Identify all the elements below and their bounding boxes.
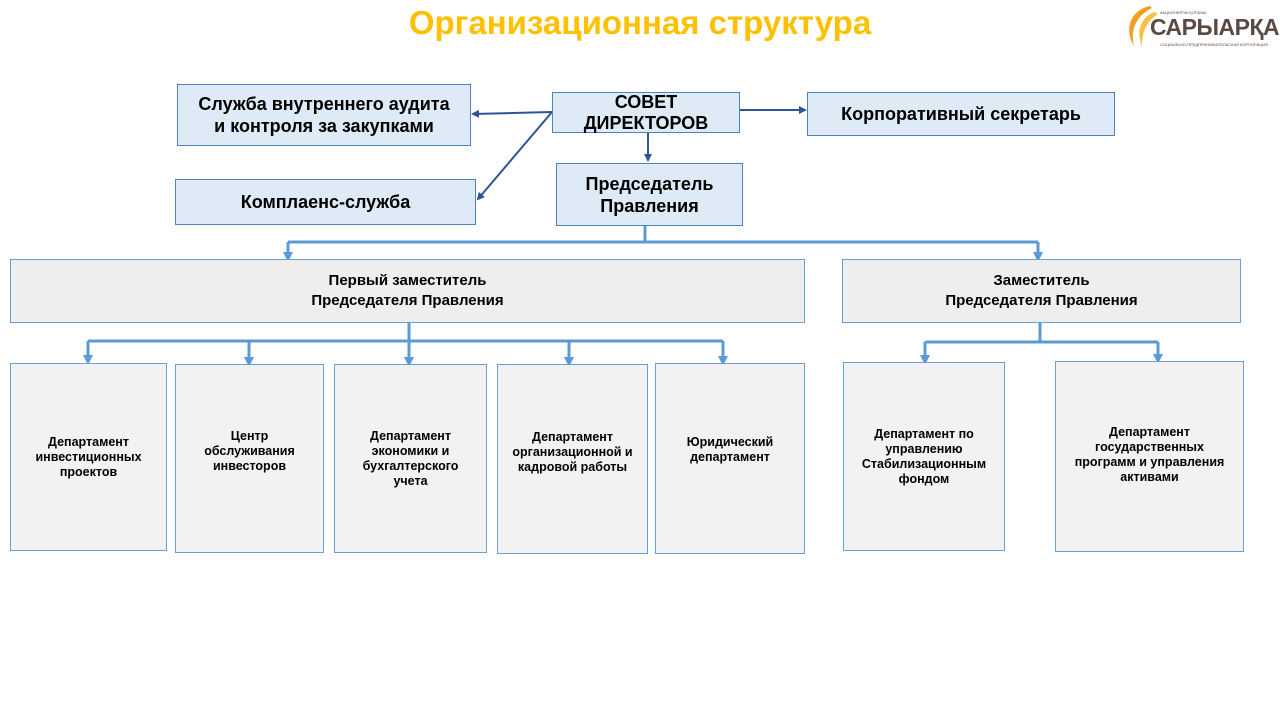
dept-state-programs-assets: Департамент государственных программ и у… — [1055, 361, 1244, 552]
dept-stabilization-fund: Департамент по управлению Стабилизационн… — [843, 362, 1005, 551]
node-board: СОВЕТ ДИРЕКТОРОВ — [552, 92, 740, 133]
node-deputy: Заместитель Председателя Правления — [842, 259, 1241, 323]
connector-board-compliance — [476, 111, 553, 201]
node-secretary: Корпоративный секретарь — [807, 92, 1115, 136]
logo-name: САРЫАРҚА — [1150, 14, 1280, 40]
node-compliance: Комплаенс-служба — [175, 179, 476, 225]
node-first-deputy: Первый заместитель Председателя Правлени… — [10, 259, 805, 323]
logo-wheat-icon — [1129, 6, 1158, 46]
connector-board-audit — [471, 109, 553, 118]
company-logo: АКЦИОНЕРЛІК ҚОҒАМЫ САРЫАРҚА СОЦИАЛЬНО-ПР… — [1120, 2, 1280, 52]
dept-economics-accounting: Департамент экономики и бухгалтерского у… — [334, 364, 487, 553]
logo-top-line: АКЦИОНЕРЛІК ҚОҒАМЫ — [1160, 10, 1207, 15]
dept-legal: Юридический департамент — [655, 363, 805, 554]
logo-bottom-line: СОЦИАЛЬНО-ПРЕДПРИНИМАТЕЛЬСКАЯ КОРПОРАЦИЯ — [1160, 42, 1268, 47]
node-chairman: Председатель Правления — [556, 163, 743, 226]
node-audit: Служба внутреннего аудита и контроля за … — [177, 84, 471, 146]
dept-hr: Департамент организационной и кадровой р… — [497, 364, 648, 554]
slide-title: Организационная структура — [408, 4, 872, 41]
dept-investor-service: Центр обслуживания инвесторов — [175, 364, 324, 553]
dept-investment-projects: Департамент инвестиционных проектов — [10, 363, 167, 551]
